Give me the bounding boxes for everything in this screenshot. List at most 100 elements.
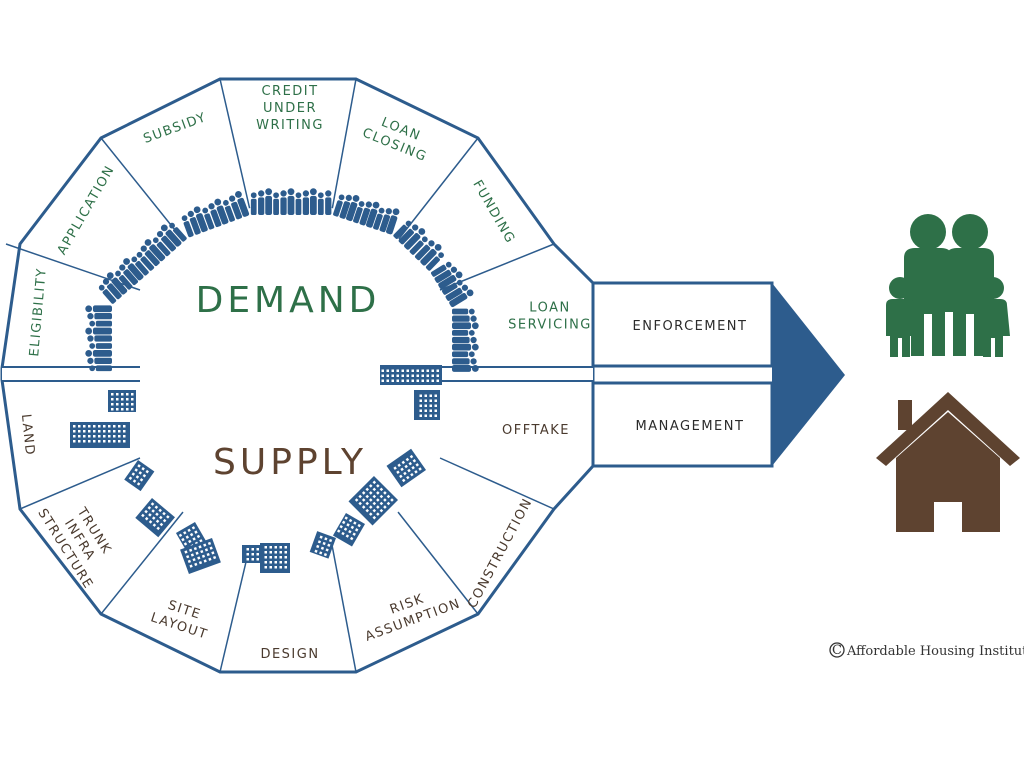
spoke — [219, 78, 251, 211]
person-silhouette — [144, 239, 166, 262]
spoke — [100, 137, 184, 241]
person-silhouette — [181, 215, 194, 238]
building-silhouette — [180, 538, 221, 575]
person-silhouette — [280, 190, 287, 215]
person-silhouette — [202, 207, 215, 230]
person-silhouette — [452, 315, 477, 322]
person-silhouette — [425, 252, 444, 271]
supply-segment-label-0: LAND — [18, 413, 37, 457]
person-silhouette — [250, 192, 257, 215]
building-silhouette — [70, 422, 130, 448]
demand-segment-label-3-line-2: WRITING — [256, 118, 324, 133]
building-silhouette — [260, 543, 290, 573]
supply-segment-label-3-line-0: DESIGN — [260, 647, 319, 662]
building-silhouette — [124, 460, 155, 492]
person-silhouette — [434, 266, 458, 283]
building-silhouette — [108, 390, 136, 412]
person-silhouette — [265, 188, 273, 215]
person-silhouette — [449, 289, 474, 308]
family-icon — [886, 214, 1010, 357]
family-icon-body-1 — [904, 248, 952, 356]
person-silhouette — [87, 357, 112, 364]
person-silhouette — [273, 192, 279, 215]
person-silhouette — [339, 194, 352, 219]
person-silhouette — [325, 190, 332, 215]
demand-segment-label-6-line-0: LOAN — [529, 301, 570, 316]
person-silhouette — [208, 203, 222, 228]
copyright-credit: C Affordable Housing Institute — [829, 642, 1024, 659]
house-icon-roof — [876, 392, 1020, 466]
person-silhouette — [346, 195, 360, 222]
person-silhouette — [115, 270, 133, 290]
person-silhouette — [445, 284, 469, 301]
person-silhouette — [102, 278, 122, 300]
house-icon-chimney — [898, 400, 912, 430]
person-silhouette — [87, 313, 112, 320]
person-silhouette — [317, 192, 324, 215]
person-silhouette — [123, 258, 144, 281]
person-silhouette — [379, 208, 392, 233]
family-icon-head-3 — [889, 277, 911, 299]
person-silhouette — [353, 201, 365, 224]
person-silhouette — [85, 349, 112, 357]
side-panel: ENFORCEMENT MANAGEMENT — [591, 281, 845, 468]
person-silhouette — [156, 230, 176, 252]
person-silhouette — [89, 365, 112, 372]
person-silhouette — [136, 251, 155, 271]
person-silhouette — [235, 191, 250, 217]
person-silhouette — [359, 201, 372, 226]
family-icon-body-3 — [886, 299, 914, 357]
building-silhouette — [242, 545, 262, 563]
person-silhouette — [333, 194, 345, 217]
person-silhouette — [152, 237, 171, 257]
person-silhouette — [287, 188, 295, 215]
demand-title: DEMAND — [196, 280, 381, 321]
person-silhouette — [193, 206, 208, 233]
arrow-head — [772, 283, 845, 466]
family-icon-body-4 — [976, 299, 1010, 357]
person-silhouette — [431, 261, 452, 277]
spoke — [100, 511, 184, 615]
person-silhouette — [85, 305, 112, 313]
person-silhouette — [98, 284, 117, 304]
spoke — [331, 78, 357, 211]
person-silhouette — [106, 272, 128, 295]
person-silhouette — [452, 358, 477, 365]
family-icon-head-1 — [910, 214, 946, 250]
building-silhouette — [348, 475, 398, 526]
person-silhouette — [85, 327, 112, 335]
management-box — [591, 381, 774, 468]
person-silhouette — [452, 351, 475, 358]
inner-circle — [140, 208, 440, 545]
supply-segment-label-0-line-0: LAND — [18, 413, 37, 457]
building-silhouette — [380, 365, 442, 385]
spoke — [397, 511, 479, 615]
management-label: MANAGEMENT — [636, 419, 745, 434]
person-silhouette — [398, 224, 419, 245]
family-icon-head-4 — [982, 277, 1004, 299]
person-silhouette — [452, 308, 475, 315]
person-silhouette — [452, 336, 477, 344]
supply-segment-label-3: DESIGN — [260, 647, 319, 662]
house-icon — [876, 392, 1020, 532]
building-silhouette — [135, 498, 175, 538]
building-silhouette — [386, 448, 426, 488]
enforcement-box — [591, 281, 774, 368]
copyright-icon — [829, 642, 845, 658]
person-silhouette — [187, 210, 201, 235]
person-silhouette — [452, 365, 479, 372]
person-silhouette — [386, 208, 400, 235]
person-silhouette — [160, 224, 182, 247]
enforcement-label: ENFORCEMENT — [633, 319, 748, 334]
person-silhouette — [452, 343, 479, 351]
person-silhouette — [87, 335, 112, 342]
person-silhouette — [295, 192, 302, 215]
person-silhouette — [420, 243, 442, 266]
family-icon-head-2 — [952, 214, 988, 250]
building-silhouettes — [70, 365, 442, 575]
person-silhouette — [404, 228, 426, 250]
credit-text: Affordable Housing Institute — [846, 644, 1024, 659]
copyright-icon-glyph: C — [832, 643, 842, 658]
building-silhouette — [414, 390, 440, 420]
